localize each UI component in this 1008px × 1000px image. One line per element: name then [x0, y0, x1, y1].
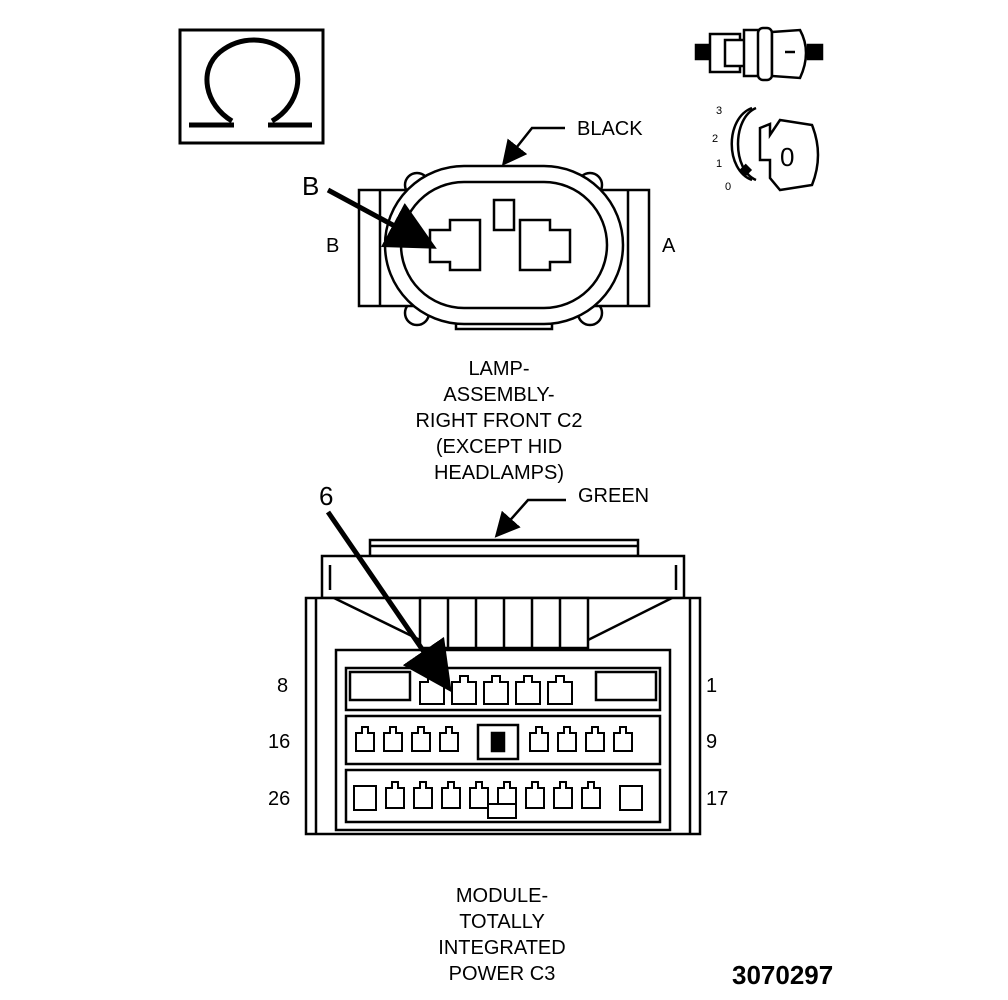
c3-color-leader — [494, 498, 566, 538]
c3-row-label-left: 26 — [268, 788, 291, 810]
ignition-key-icon: 3 2 1 0 0 — [712, 105, 820, 193]
caption-line: RIGHT FRONT C2 — [415, 410, 583, 432]
connector-probe-icon — [694, 26, 824, 82]
caption-line: LAMP- — [468, 358, 530, 380]
figure-number: 3070297 — [732, 960, 834, 990]
ignition-position-label: 3 — [716, 105, 722, 117]
c3-pin-row-2 — [355, 726, 633, 752]
c2-connector-drawing — [357, 164, 651, 331]
c3-caption: MODULE- TOTALLY INTEGRATED POWER C3 — [372, 883, 632, 987]
c3-row-label-right: 9 — [706, 731, 718, 753]
caption-line: TOTALLY — [459, 911, 545, 933]
c2-caption: LAMP- ASSEMBLY- RIGHT FRONT C2 (EXCEPT H… — [369, 356, 629, 486]
c2-callout-arrow — [326, 187, 437, 249]
ignition-key-label: 0 — [780, 142, 794, 172]
caption-line: INTEGRATED — [438, 937, 566, 959]
ignition-position-label: 0 — [725, 181, 731, 193]
c3-color-label: GREEN — [578, 485, 650, 507]
ignition-position-label: 2 — [712, 133, 718, 145]
caption-line: (EXCEPT HID — [435, 436, 563, 458]
ignition-position-label: 1 — [716, 158, 722, 170]
c3-row-label-right: 17 — [706, 788, 729, 810]
ohm-symbol-icon — [178, 28, 325, 145]
c2-cavity-label-left: B — [326, 235, 340, 257]
caption-line: ASSEMBLY- — [443, 384, 555, 406]
caption-line: POWER C3 — [448, 963, 556, 985]
c2-color-label: BLACK — [577, 118, 643, 140]
c2-color-leader — [501, 126, 565, 166]
c3-row-label-left: 8 — [277, 675, 289, 697]
c2-callout-label: B — [302, 171, 320, 201]
caption-line: HEADLAMPS) — [433, 462, 565, 484]
c3-callout-label: 6 — [319, 481, 334, 511]
c2-cavity-label-right: A — [662, 235, 676, 257]
c3-pin-row-3 — [353, 781, 643, 819]
c3-callout-arrow — [325, 510, 452, 693]
c3-row-label-right: 1 — [706, 675, 718, 697]
c3-row-label-left: 16 — [268, 731, 291, 753]
caption-line: MODULE- — [455, 885, 549, 907]
